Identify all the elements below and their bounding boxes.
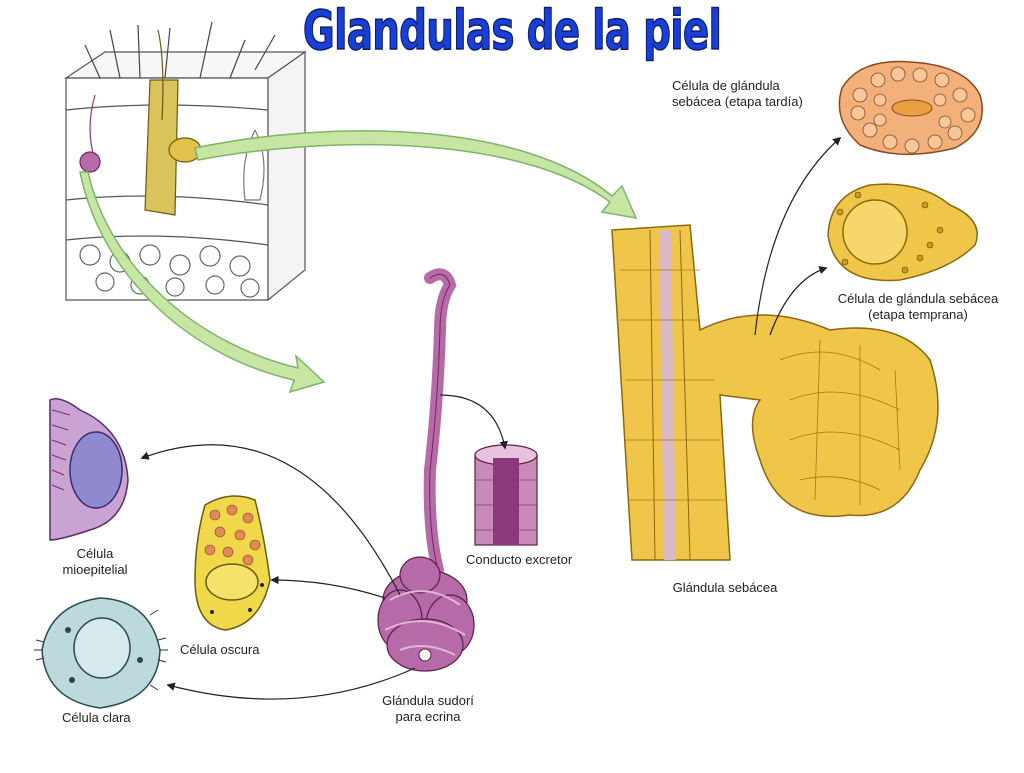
eccrine-sweat-gland-illustration [377,268,475,672]
label-line: Glándula sudorí [382,693,474,708]
label-eccrine-sweat-gland: Glándula sudorí para ecrina [368,693,488,725]
label-late-sebaceous-cell: Célula de glándula sebácea (etapa tardía… [672,78,832,110]
page-title: Glandulas de la piel [302,0,722,62]
label-line: para ecrina [395,709,461,724]
late-sebaceous-cell [838,60,983,155]
label-myoepithelial-cell: Célula mioepitelial [40,546,150,578]
arrow-to-sebaceous [194,130,638,219]
sebaceous-gland-illustration [611,224,939,561]
pointer-arrows [140,136,842,700]
label-excretory-duct: Conducto excretor [466,552,573,567]
label-line: (etapa temprana) [868,307,968,322]
clear-cell [34,597,168,709]
excretory-duct-illustration [474,444,538,546]
early-sebaceous-cell [827,183,978,282]
label-line: Célula de glándula [672,78,780,93]
label-early-sebaceous-cell: Célula de glándula sebácea (etapa tempra… [818,291,1018,323]
label-line: mioepitelial [62,562,128,577]
myoepithelial-cell [49,398,129,541]
skin-block-illustration [64,21,307,302]
label-clear-cell: Célula clara [62,710,131,725]
label-line: Célula [76,546,114,561]
dark-cell [194,495,271,631]
label-sebaceous-gland: Glándula sebácea [672,580,778,595]
arrow-to-sweat-gland [79,171,326,394]
label-dark-cell: Célula oscura [180,642,260,657]
label-line: sebácea (etapa tardía) [672,94,803,109]
label-line: Célula de glándula sebácea [837,291,999,306]
